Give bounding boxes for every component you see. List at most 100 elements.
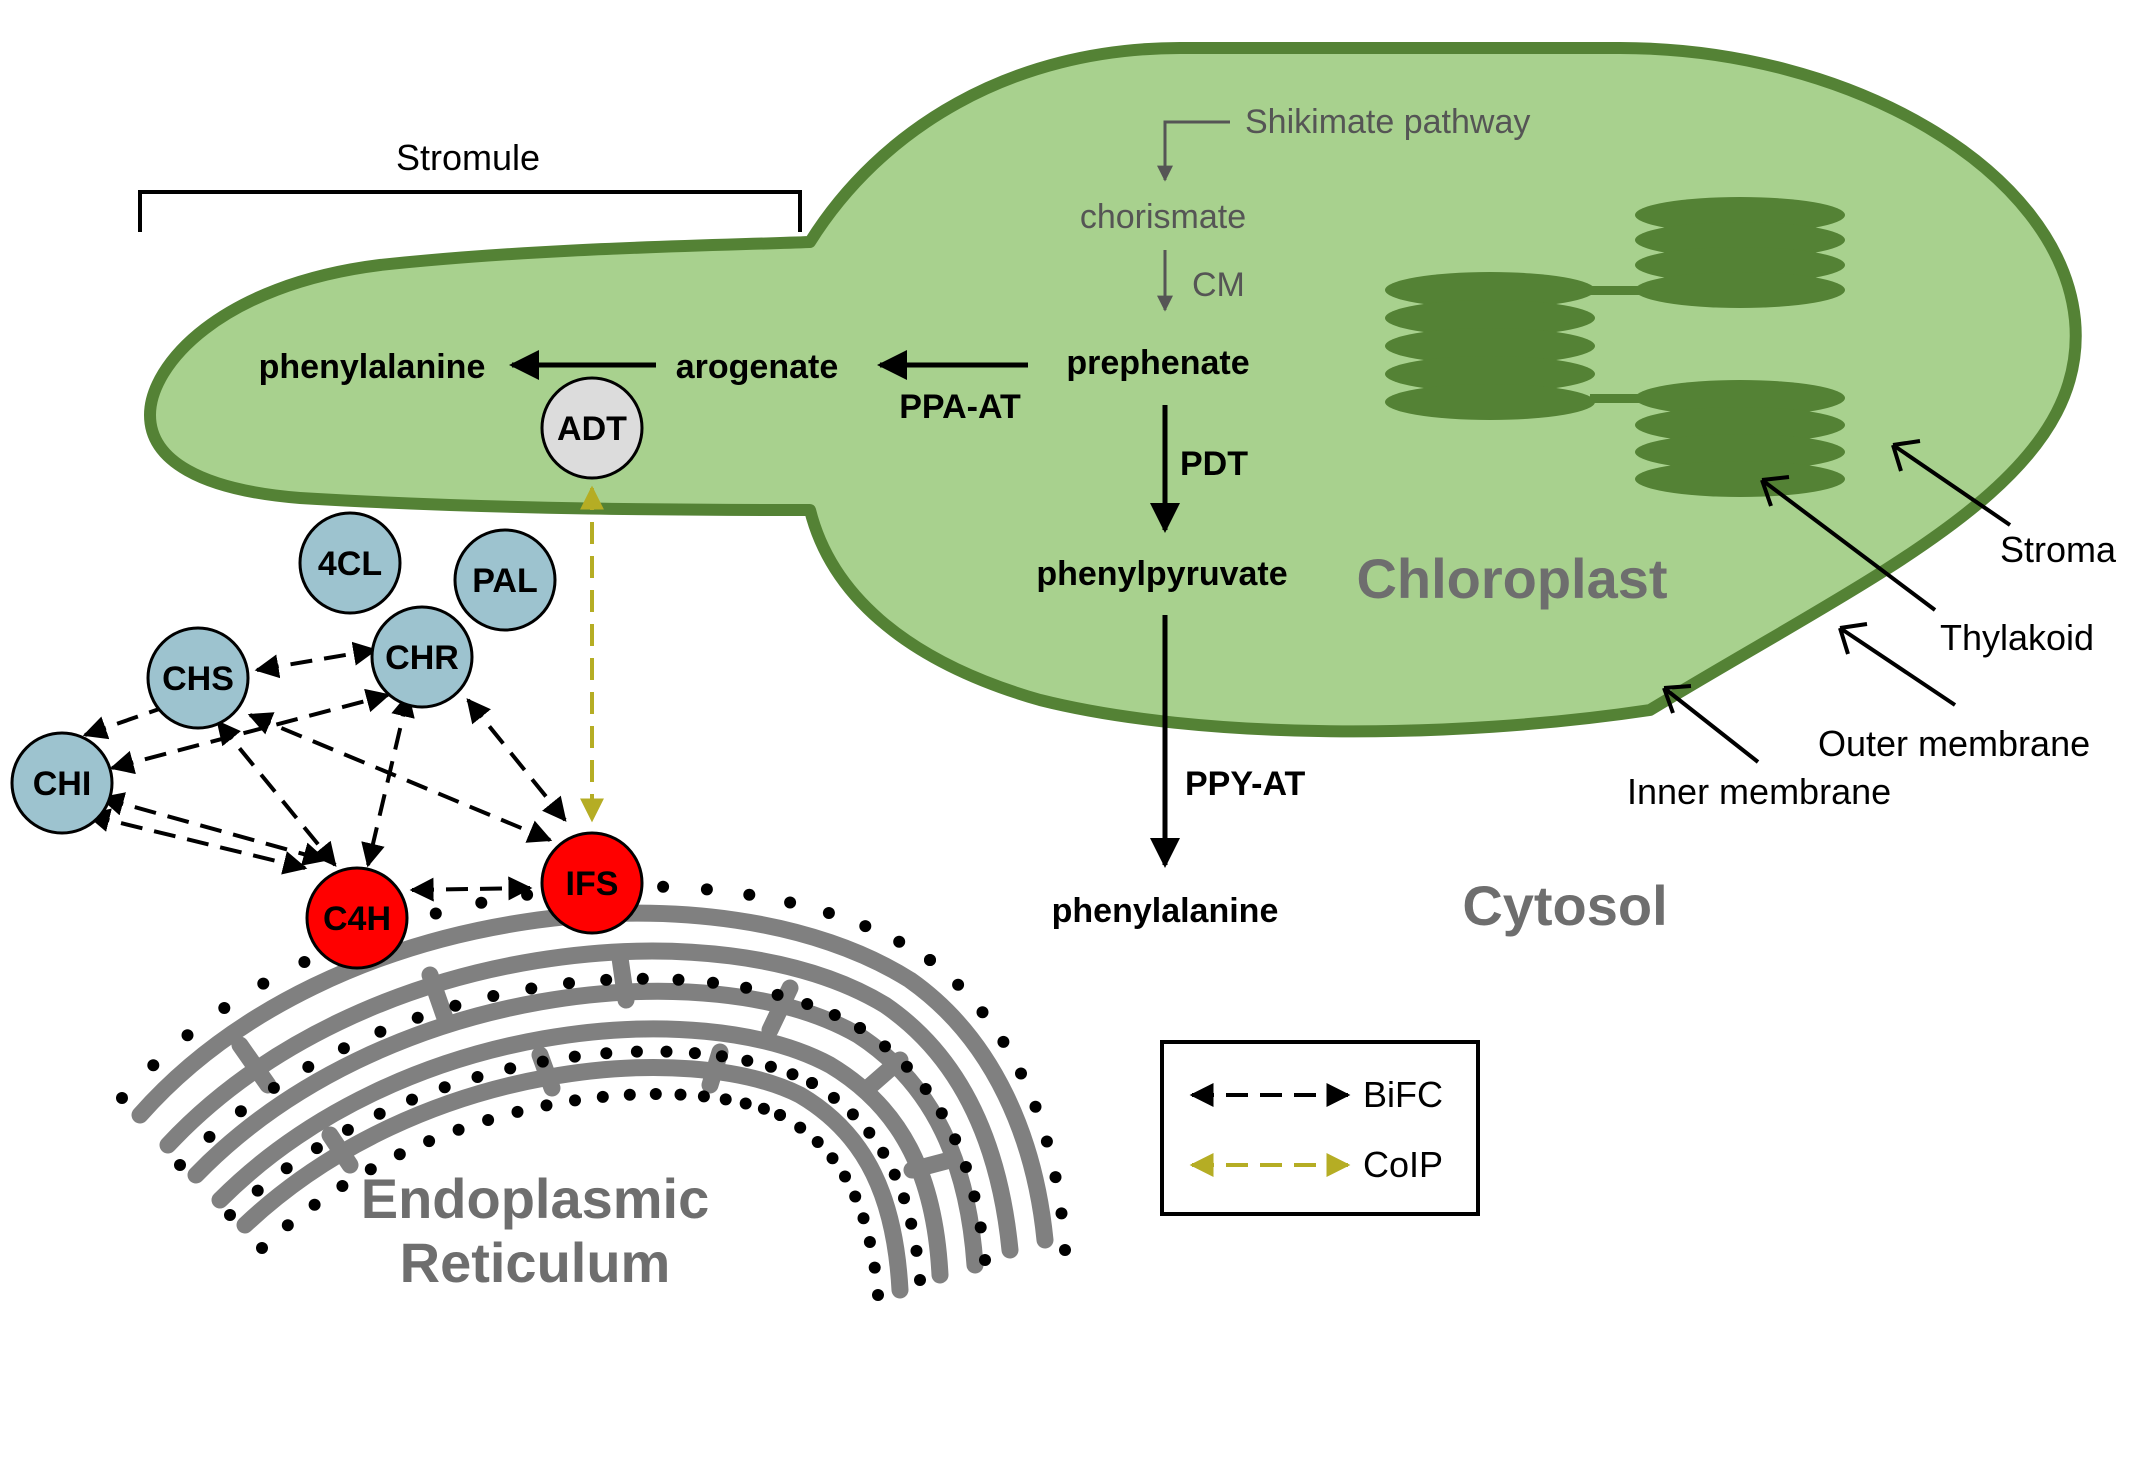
ribosome-dot [700, 883, 713, 896]
ribosome-dot [475, 896, 488, 909]
cm-label: CM [1192, 266, 1245, 304]
ribosome-dot [976, 1006, 989, 1019]
ribosome-dot [308, 1198, 321, 1211]
ribosome-dot [974, 1221, 987, 1234]
ribosome-dot [707, 976, 719, 989]
stromule-label: Stromule [396, 137, 540, 178]
ribosome-dot [569, 1094, 581, 1107]
ribosome-dot [224, 1209, 236, 1221]
ribosome-dot [771, 988, 784, 1001]
ribosome-dot [429, 907, 442, 920]
ribosome-dot [1029, 1100, 1042, 1113]
ribosome-dot [234, 1105, 247, 1118]
pointer-arrows [1662, 439, 2012, 764]
ribosome-dot [854, 1022, 866, 1034]
ribosome-dot [452, 1123, 465, 1136]
ribosome-dot [600, 1047, 613, 1060]
ribosome-dot [935, 1107, 948, 1120]
ribosome-dot [879, 1040, 891, 1053]
enzyme-chs: CHS [146, 626, 250, 730]
ribosome-dot [868, 1261, 881, 1274]
ribosome-dot [511, 1105, 524, 1118]
ribosome-dot [826, 1152, 839, 1165]
legend-bifc-label: BiFC [1363, 1074, 1443, 1115]
ribosome-dot [504, 1062, 517, 1075]
outer-membrane-label: Outer membrane [1818, 723, 2090, 764]
ribosome-dot [674, 1088, 687, 1101]
ribosome-dot [482, 1114, 495, 1126]
enzyme-4cl: 4CL [298, 511, 402, 615]
ribosome-dot [839, 1170, 851, 1183]
ribosome-dot [257, 977, 270, 990]
ribosome-dot [822, 907, 835, 919]
enzyme-ifs-label: IFS [566, 865, 619, 903]
ribosome-dot [688, 1047, 701, 1060]
enzyme-c4h: C4H [305, 866, 409, 970]
ribosome-dot [280, 1162, 293, 1175]
ribosome-dot [596, 1090, 609, 1103]
ribosome-dot [174, 1159, 186, 1171]
ribosome-dot [877, 1146, 890, 1159]
ribosome-dot [281, 1219, 294, 1232]
ribosome-dot [715, 1050, 728, 1063]
chorismate-label: chorismate [1080, 198, 1246, 236]
ribosome-dot [337, 1042, 350, 1055]
enzyme-chi-label: CHI [33, 765, 92, 803]
ribosome-dot [449, 999, 462, 1012]
chloroplast-outline [144, 42, 2082, 738]
ribosome-dot [919, 1083, 932, 1095]
ribosome-dot [521, 888, 534, 901]
ribosome-dot [1049, 1171, 1062, 1184]
phenylalanine-cytosol-label: phenylalanine [1052, 892, 1279, 930]
er-label-line1: Endoplasmic [361, 1167, 710, 1230]
ribosome-dot [302, 1060, 315, 1073]
ribosome-dot [774, 1109, 786, 1121]
enzyme-pal: PAL [453, 528, 557, 632]
ribosome-dot [697, 1090, 710, 1103]
ribosome-dot [739, 1097, 752, 1110]
ribosome-dot [660, 1045, 673, 1058]
ribosome-dot [888, 1168, 901, 1181]
enzyme-chr-label: CHR [385, 639, 459, 677]
enzyme-4cl-label: 4CL [318, 545, 382, 583]
enzyme-chi: CHI [10, 731, 114, 835]
ribosome-dot [1015, 1067, 1027, 1080]
ribosome-dot [900, 1060, 913, 1073]
enzyme-ifs: IFS [540, 831, 644, 935]
shikimate-label: Shikimate pathway [1245, 103, 1530, 141]
ribosome-dot [147, 1059, 160, 1072]
ribosome-dot [568, 1050, 581, 1063]
ribosome-dot [757, 1102, 770, 1115]
phenylalanine-stromule-label: phenylalanine [259, 348, 486, 386]
shikimate-arrow [1157, 120, 1230, 182]
ribosome-dot [267, 1081, 280, 1094]
ribosome-dot [949, 1133, 962, 1146]
ribosome-dot [373, 1107, 386, 1120]
ribosome-dot [811, 1136, 824, 1148]
stromule-bracket [138, 190, 802, 232]
thylakoid-stacks [1385, 197, 1845, 497]
ribosome-dot [525, 982, 538, 995]
ribosome-dot [952, 978, 965, 991]
chloroplast-label: Chloroplast [1356, 547, 1667, 610]
ribosome-dot [893, 935, 906, 948]
phenylpyruvate-label: phenylpyruvate [1036, 555, 1287, 593]
ribosome-dot [487, 990, 500, 1002]
arogenate-label: arogenate [676, 348, 839, 386]
er-label-line2: Reticulum [400, 1231, 671, 1294]
ribosome-dot [743, 888, 756, 901]
ribosome-dot [898, 1192, 910, 1205]
enzyme-c4h-label: C4H [323, 900, 391, 938]
ribosome-dot [600, 973, 613, 986]
ribosome-dot [968, 1190, 981, 1203]
ribosome-dot [364, 1163, 377, 1176]
bifc-interactions [82, 641, 567, 902]
ribosome-dot [218, 1002, 231, 1014]
ribosome-dot [256, 1242, 268, 1254]
ribosome-dot [979, 1254, 991, 1266]
ribosome-dot [471, 1071, 484, 1083]
er-ribosome-dots [116, 880, 1071, 1301]
stroma-label: Stroma [2000, 529, 2117, 570]
ribosome-dot [828, 1009, 841, 1021]
